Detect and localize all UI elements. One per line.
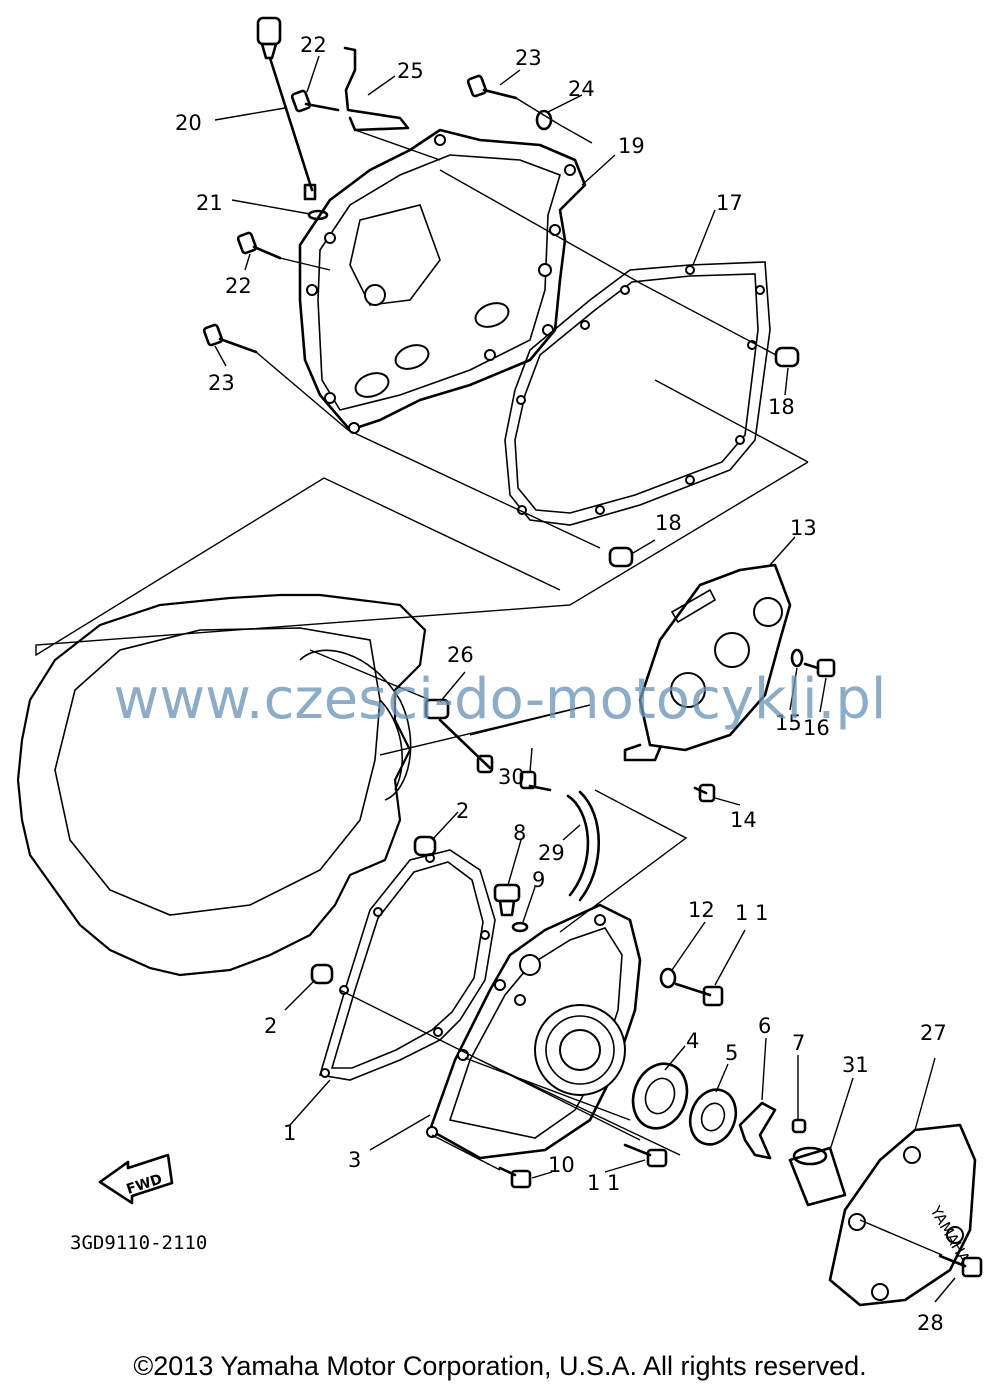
generator-cover-27: YAMAHA (828, 1123, 977, 1307)
oil-seal-5 (688, 1088, 738, 1146)
callout-13: 13 (790, 516, 817, 540)
callout-leaders (214, 55, 956, 1303)
plate-6 (738, 1101, 777, 1160)
callout-20: 20 (175, 111, 202, 135)
callout-26: 26 (447, 643, 474, 667)
callout-3: 3 (348, 1148, 361, 1172)
callout-6: 6 (758, 1014, 771, 1038)
oil-dipstick (256, 16, 317, 201)
fitting-26 (424, 698, 494, 774)
bearing-4 (631, 1062, 689, 1130)
callout-2-upper: 2 (456, 799, 469, 823)
fwd-arrow: FWD (98, 1153, 174, 1205)
washer-24 (535, 109, 553, 131)
callout-16: 16 (803, 716, 830, 740)
dowel-2-lower (310, 963, 334, 985)
callout-23-top: 23 (515, 46, 542, 70)
cable-guide-29 (566, 790, 601, 902)
bolt-30 (519, 770, 552, 792)
bolt-11-upper (674, 982, 724, 1007)
callout-1: 1 (283, 1121, 296, 1145)
callout-15: 15 (775, 711, 802, 735)
callout-19: 19 (618, 134, 645, 158)
callout-11-upper: 1 1 (735, 901, 768, 925)
callout-11-lower: 1 1 (587, 1171, 620, 1195)
screw-7 (791, 1118, 807, 1134)
callout-18-bottom: 18 (655, 511, 682, 535)
callout-2-lower: 2 (264, 1014, 277, 1038)
callout-18-top: 18 (768, 395, 795, 419)
callout-24: 24 (568, 77, 595, 101)
callout-labels: 20 22 25 23 24 19 17 21 22 23 18 18 13 2… (175, 33, 947, 1335)
callout-23-left: 23 (208, 371, 235, 395)
dipstick-bracket (343, 46, 410, 132)
drain-plug (493, 883, 521, 917)
fwd-label: FWD (125, 1171, 165, 1198)
crankcase-cover (426, 903, 642, 1160)
callout-31: 31 (842, 1053, 869, 1077)
callout-9: 9 (532, 868, 545, 892)
plug-o-ring (511, 921, 529, 933)
dowel-2-upper (413, 835, 437, 857)
bolt-14 (693, 783, 716, 803)
bolt-23-top (466, 74, 518, 100)
callout-21: 21 (196, 191, 223, 215)
projection-lines-top (35, 97, 809, 657)
crankcase-outline (16, 593, 591, 977)
callout-27: 27 (920, 1021, 947, 1045)
watermark-text: www.czesci-do-motocykli.pl (114, 667, 887, 732)
projection-lines-guide (559, 789, 688, 933)
sprocket-cover (623, 563, 792, 762)
crankcase-cover-gasket (318, 849, 496, 1081)
callout-7: 7 (792, 1031, 805, 1055)
dowel-pin-bottom (608, 546, 634, 568)
callout-14: 14 (730, 808, 757, 832)
callout-12: 12 (688, 898, 715, 922)
callout-22-top: 22 (300, 33, 327, 57)
bolt-23-left (202, 323, 258, 354)
washer-12 (659, 967, 677, 989)
callout-8: 8 (513, 821, 526, 845)
callout-17: 17 (716, 191, 743, 215)
o-ring (307, 209, 329, 221)
washer-15 (790, 648, 804, 668)
figure-code: 3GD9110-2110 (70, 1232, 207, 1254)
callout-22-left: 22 (225, 274, 252, 298)
projection-lines-bottom (339, 989, 943, 1256)
bolt-10 (498, 1166, 532, 1189)
callout-10: 10 (548, 1153, 575, 1177)
bolt-16 (803, 658, 836, 678)
bolt-28 (938, 1254, 983, 1278)
clutch-cover-gasket (504, 261, 771, 526)
callout-5: 5 (725, 1041, 738, 1065)
bolt-11-lower (623, 1143, 668, 1168)
callout-30: 30 (498, 765, 525, 789)
callout-29: 29 (538, 841, 565, 865)
dowel-pin-top (774, 346, 800, 368)
callout-28: 28 (917, 1311, 944, 1335)
callout-4: 4 (686, 1029, 699, 1053)
collar-31 (788, 1146, 847, 1207)
clutch-cover (298, 128, 587, 434)
callout-25: 25 (397, 59, 424, 83)
copyright-notice: ©2013 Yamaha Motor Corporation, U.S.A. A… (133, 1351, 866, 1381)
bolt-22-top (290, 89, 340, 113)
bolt-22-left (236, 231, 282, 260)
